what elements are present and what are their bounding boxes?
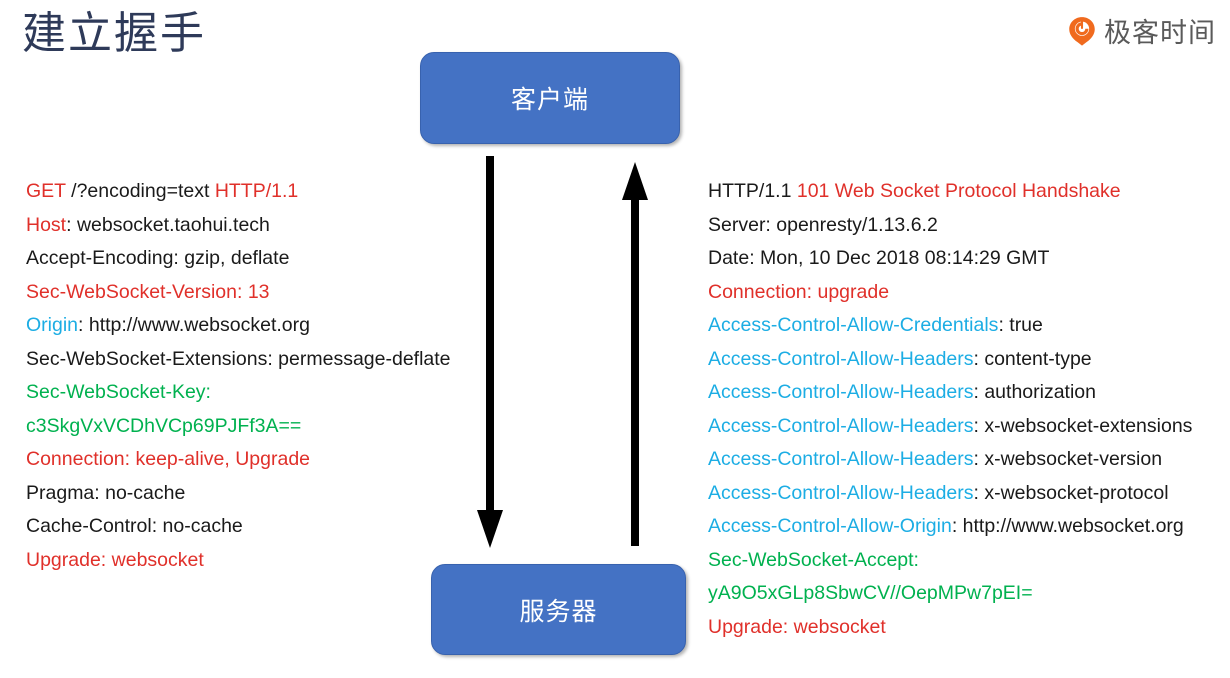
- client-node-label: 客户端: [510, 86, 589, 114]
- response-header-segment: Sec-WebSocket-Accept:: [708, 548, 919, 571]
- request-header-segment: c3SkgVxVCDhVCp69PJFf3A==: [26, 414, 302, 437]
- response-arrow-icon: [622, 162, 648, 546]
- response-header-segment: Connection: upgrade: [708, 280, 890, 303]
- response-header-line: yA9O5xGLp8SbwCV//OepMPw7pEI=: [708, 577, 1224, 611]
- request-header-segment: : websocket.taohui.tech: [66, 213, 270, 236]
- request-header-segment: Sec-WebSocket-Key:: [26, 381, 211, 403]
- request-header-segment: Pragma: no-cache: [26, 481, 186, 504]
- response-header-line: Upgrade: websocket: [708, 611, 1224, 645]
- request-header-line: Sec-WebSocket-Version: 13: [26, 276, 476, 310]
- response-header-line: Sec-WebSocket-Accept:: [708, 544, 1224, 578]
- request-header-line: Connection: keep-alive, Upgrade: [26, 443, 476, 477]
- request-header-segment: Cache-Control: no-cache: [26, 515, 243, 537]
- response-header-line: Date: Mon, 10 Dec 2018 08:14:29 GMT: [708, 242, 1224, 276]
- response-header-segment: Access-Control-Allow-Origin: [708, 515, 952, 537]
- response-header-segment: Server: openresty/1.13.6.2: [708, 213, 938, 236]
- response-header-segment: Date: Mon, 10 Dec 2018 08:14:29 GMT: [708, 247, 1050, 269]
- server-node-label: 服务器: [519, 597, 598, 626]
- response-header-line: Access-Control-Allow-Headers: x-websocke…: [708, 410, 1224, 444]
- request-header-line: Host: websocket.taohui.tech: [26, 209, 476, 243]
- response-header-segment: : x-websocket-extensions: [973, 414, 1193, 437]
- request-header-line: Cache-Control: no-cache: [26, 510, 476, 544]
- request-header-segment: Upgrade: websocket: [26, 548, 204, 571]
- response-header-segment: : content-type: [973, 347, 1092, 370]
- client-node: 客户端: [420, 52, 680, 144]
- response-header-segment: 101 Web Socket Protocol Handshake: [796, 180, 1121, 202]
- response-header-segment: : authorization: [973, 381, 1097, 403]
- response-header-segment: Access-Control-Allow-Headers: [708, 448, 974, 470]
- response-header-segment: Access-Control-Allow-Headers: [708, 481, 974, 504]
- response-header-segment: Access-Control-Allow-Headers: [708, 347, 974, 370]
- request-header-segment: Origin: [26, 314, 79, 336]
- response-header-line: Access-Control-Allow-Headers: x-websocke…: [708, 477, 1224, 511]
- response-header-line: Access-Control-Allow-Credentials: true: [708, 309, 1224, 343]
- response-header-line: Access-Control-Allow-Origin: http://www.…: [708, 510, 1224, 544]
- response-header-segment: Upgrade: websocket: [708, 615, 886, 638]
- request-header-segment: Connection: keep-alive, Upgrade: [26, 448, 311, 470]
- request-header-segment: GET: [26, 180, 72, 202]
- response-header-line: Connection: upgrade: [708, 276, 1224, 310]
- geektime-circle-icon: [1069, 16, 1095, 46]
- response-header-line: HTTP/1.1 101 Web Socket Protocol Handsha…: [708, 175, 1224, 209]
- page-title: 建立握手: [22, 9, 206, 58]
- request-header-segment: Sec-WebSocket-Extensions: permessage-def…: [26, 347, 451, 370]
- request-header-line: c3SkgVxVCDhVCp69PJFf3A==: [26, 410, 476, 444]
- request-arrow-icon: [477, 156, 503, 548]
- response-header-segment: Access-Control-Allow-Headers: [708, 414, 974, 437]
- request-header-segment: : http://www.websocket.org: [78, 314, 310, 336]
- response-header-segment: : x-websocket-protocol: [973, 481, 1169, 504]
- server-node: 服务器: [431, 564, 686, 655]
- request-header-segment: Sec-WebSocket-Version: 13: [26, 280, 270, 303]
- request-header-line: Sec-WebSocket-Key:: [26, 376, 476, 410]
- response-header-line: Access-Control-Allow-Headers: x-websocke…: [708, 443, 1224, 477]
- request-header-segment: Accept-Encoding: gzip, deflate: [26, 247, 290, 269]
- response-header-segment: yA9O5xGLp8SbwCV//OepMPw7pEI=: [708, 582, 1033, 604]
- response-header-segment: : true: [998, 314, 1043, 336]
- request-header-line: Upgrade: websocket: [26, 544, 476, 578]
- request-header-line: Accept-Encoding: gzip, deflate: [26, 242, 476, 276]
- request-header-segment: Host: [26, 213, 67, 236]
- response-header-segment: HTTP/1.1: [708, 180, 797, 202]
- response-header-line: Access-Control-Allow-Headers: content-ty…: [708, 343, 1224, 377]
- response-header-segment: : x-websocket-version: [973, 448, 1163, 470]
- request-header-line: Sec-WebSocket-Extensions: permessage-def…: [26, 343, 476, 377]
- request-header-line: Pragma: no-cache: [26, 477, 476, 511]
- response-header-line: Access-Control-Allow-Headers: authorizat…: [708, 376, 1224, 410]
- brand-logo: 极客时间: [1067, 11, 1216, 50]
- response-header-segment: : http://www.websocket.org: [951, 515, 1184, 537]
- response-header-line: Server: openresty/1.13.6.2: [708, 209, 1224, 243]
- response-message-block: HTTP/1.1 101 Web Socket Protocol Handsha…: [708, 175, 1224, 644]
- request-header-segment: HTTP/1.1: [214, 180, 299, 202]
- response-header-segment: Access-Control-Allow-Credentials: [708, 314, 999, 336]
- request-header-line: GET /?encoding=text HTTP/1.1: [26, 175, 476, 209]
- request-header-segment: /?encoding=text: [71, 180, 215, 202]
- response-header-segment: Access-Control-Allow-Headers: [708, 381, 974, 403]
- brand-name: 极客时间: [1104, 18, 1216, 48]
- request-header-line: Origin: http://www.websocket.org: [26, 309, 476, 343]
